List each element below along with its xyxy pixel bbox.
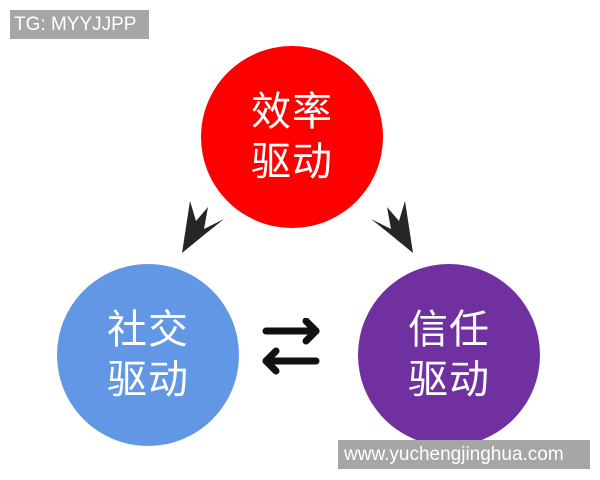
node-label-line1: 效率 bbox=[251, 89, 333, 135]
node-label-line2: 驱动 bbox=[107, 357, 189, 403]
node-label-line2: 驱动 bbox=[408, 357, 490, 403]
node-label-line1: 社交 bbox=[107, 307, 189, 353]
node-efficiency-driven: 效率 驱动 bbox=[201, 46, 383, 228]
node-label-line1: 信任 bbox=[408, 307, 490, 353]
arrow-down-right-icon bbox=[371, 201, 413, 253]
watermark-bottom-right: www.yuchengjinghua.com bbox=[338, 440, 590, 469]
arrow-down-left-icon bbox=[182, 201, 224, 253]
watermark-top-left: TG: MYYJJPP bbox=[10, 10, 149, 39]
exchange-arrows-icon bbox=[262, 318, 320, 375]
node-label-line2: 驱动 bbox=[251, 139, 333, 185]
node-social-driven: 社交 驱动 bbox=[57, 264, 239, 446]
node-trust-driven: 信任 驱动 bbox=[358, 264, 540, 446]
